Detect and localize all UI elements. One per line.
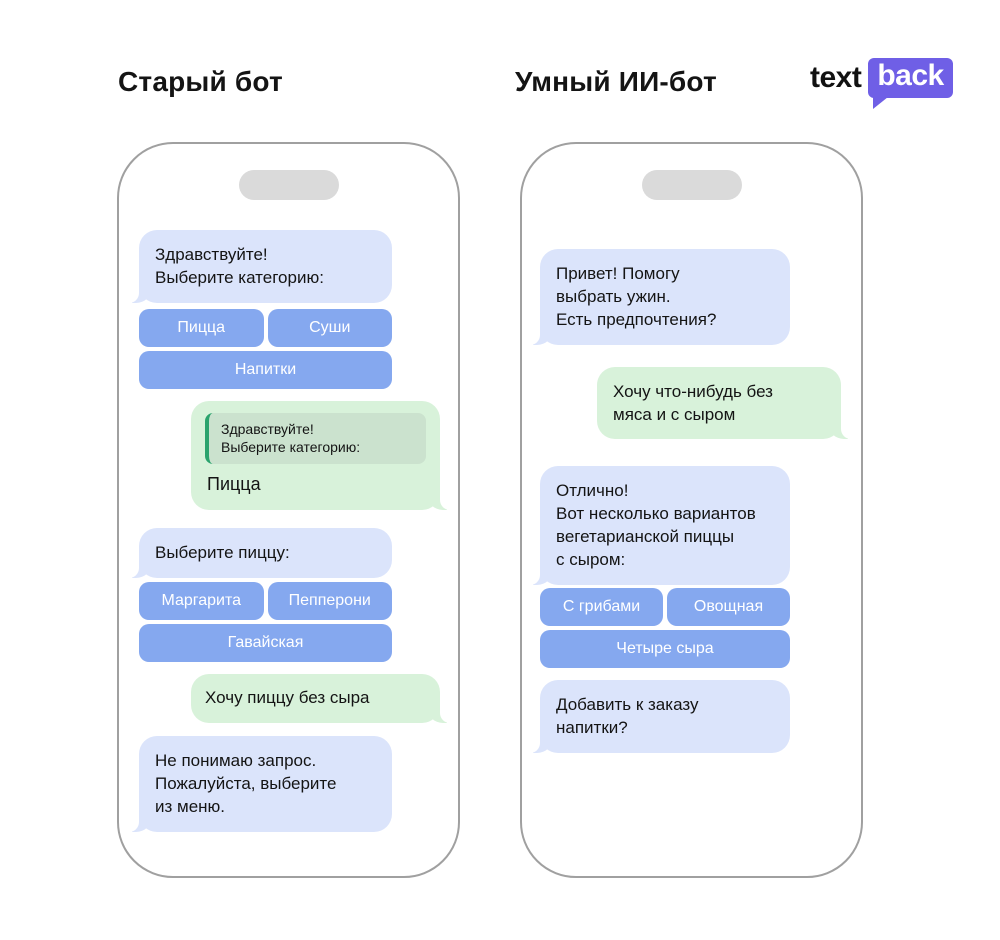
textback-logo: text back xyxy=(810,58,953,109)
quick-reply-row: Пицца Суши xyxy=(139,309,392,347)
user-message-with-quote: Здравствуйте! Выберите категорию: Пицца xyxy=(191,401,450,510)
quick-reply-button-mushrooms[interactable]: С грибами xyxy=(540,588,663,626)
quick-reply-button-pepperoni[interactable]: Пепперони xyxy=(267,582,392,620)
user-message: Хочу пиццу без сыра xyxy=(191,674,450,723)
bot-message: Здравствуйте! Выберите категорию: xyxy=(129,230,392,303)
bot-message: Привет! Помогу выбрать ужин. Есть предпо… xyxy=(530,249,790,345)
user-message-text: Пицца xyxy=(207,474,261,494)
quick-reply-row: Маргарита Пепперони xyxy=(139,582,392,620)
bot-message-text: Здравствуйте! Выберите категорию: xyxy=(155,245,324,287)
quick-reply-button-pizza[interactable]: Пицца xyxy=(139,309,264,347)
quick-reply-row: Гавайская xyxy=(139,624,392,662)
smart-bot-phone-frame: Привет! Помогу выбрать ужин. Есть предпо… xyxy=(520,142,863,878)
smart-bot-chat: Привет! Помогу выбрать ужин. Есть предпо… xyxy=(530,144,851,753)
quick-reply-row: Четыре сыра xyxy=(540,630,790,668)
old-bot-chat: Здравствуйте! Выберите категорию: Пицца … xyxy=(129,144,450,832)
quick-reply-button-four-cheese[interactable]: Четыре сыра xyxy=(540,630,790,668)
quick-reply-button-drinks[interactable]: Напитки xyxy=(139,351,392,389)
user-message: Хочу что-нибудь без мяса и с сыром xyxy=(597,367,851,439)
quoted-message-block: Здравствуйте! Выберите категорию: xyxy=(205,413,426,464)
bot-message: Добавить к заказу напитки? xyxy=(530,680,790,753)
smart-bot-title: Умный ИИ-бот xyxy=(515,66,717,97)
bot-message: Отлично! Вот несколько вариантов вегетар… xyxy=(530,466,790,585)
dynamic-island xyxy=(641,170,742,200)
bot-message-text: Привет! Помогу выбрать ужин. Есть предпо… xyxy=(556,264,717,329)
bot-message-text: Отлично! Вот несколько вариантов вегетар… xyxy=(556,481,756,569)
quick-reply-button-sushi[interactable]: Суши xyxy=(267,309,392,347)
bot-message-text: Выберите пиццу: xyxy=(155,543,290,562)
dynamic-island xyxy=(238,170,339,200)
bot-message: Не понимаю запрос. Пожалуйста, выберите … xyxy=(129,736,392,832)
user-message-text: Хочу что-нибудь без мяса и с сыром xyxy=(613,382,773,424)
quick-reply-button-veggie[interactable]: Овощная xyxy=(667,588,790,626)
bot-message-text: Не понимаю запрос. Пожалуйста, выберите … xyxy=(155,751,337,816)
quick-reply-row: С грибами Овощная xyxy=(540,588,790,626)
quick-reply-button-margherita[interactable]: Маргарита xyxy=(139,582,264,620)
logo-text-part: text xyxy=(810,61,862,94)
old-bot-phone-frame: Здравствуйте! Выберите категорию: Пицца … xyxy=(117,142,460,878)
bot-message: Выберите пиццу: xyxy=(129,528,392,578)
user-message-text: Хочу пиццу без сыра xyxy=(205,688,370,707)
old-bot-title: Старый бот xyxy=(118,66,283,97)
bot-message-text: Добавить к заказу напитки? xyxy=(556,695,699,737)
logo-back-bubble: back xyxy=(868,58,953,109)
quick-reply-button-hawaiian[interactable]: Гавайская xyxy=(139,624,392,662)
quick-reply-row: Напитки xyxy=(139,351,392,389)
